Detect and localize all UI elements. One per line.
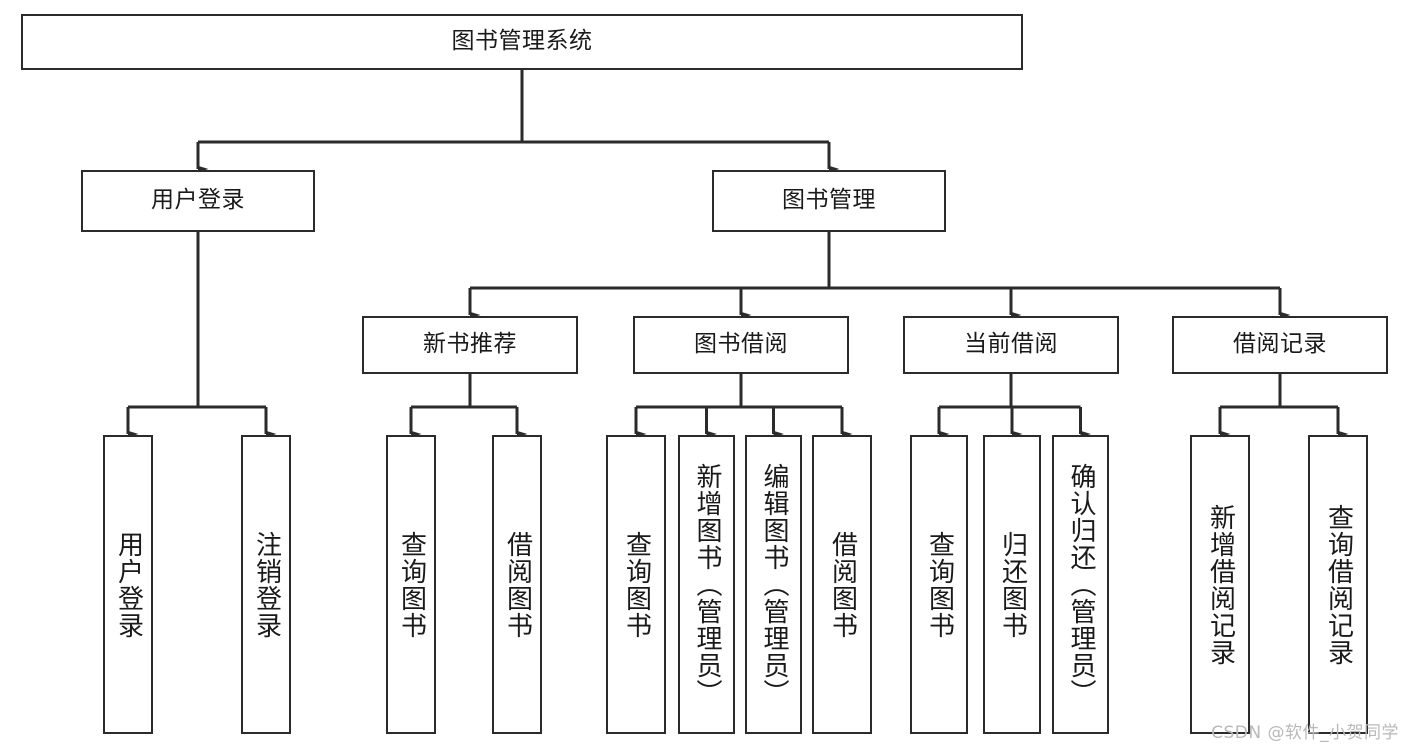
node-label: 归还图书 bbox=[997, 530, 1028, 639]
node-label: 编辑图书（管理员） bbox=[759, 463, 790, 706]
node-label: 查询图书 bbox=[621, 530, 652, 639]
node-label: 图书管理系统 bbox=[451, 28, 593, 55]
node-leaf_rec_query[interactable]: 查询图书 bbox=[386, 435, 436, 734]
node-book_manage[interactable]: 图书管理 bbox=[712, 170, 946, 232]
node-leaf_bb_query[interactable]: 查询图书 bbox=[606, 435, 666, 734]
node-root[interactable]: 图书管理系统 bbox=[21, 14, 1023, 70]
node-leaf_bb_add[interactable]: 新增图书（管理员） bbox=[678, 435, 735, 734]
node-label: 图书管理 bbox=[782, 187, 876, 214]
node-label: 借阅记录 bbox=[1233, 331, 1327, 358]
node-leaf_user_logout[interactable]: 注销登录 bbox=[241, 435, 291, 734]
node-user_login[interactable]: 用户登录 bbox=[81, 170, 315, 232]
node-leaf_bb_borrow[interactable]: 借阅图书 bbox=[812, 435, 872, 734]
node-label: 新增图书（管理员） bbox=[692, 463, 723, 706]
node-leaf_bb_edit[interactable]: 编辑图书（管理员） bbox=[745, 435, 802, 734]
node-label: 借阅图书 bbox=[827, 530, 858, 639]
node-label: 用户登录 bbox=[113, 530, 144, 639]
node-label: 借阅图书 bbox=[502, 530, 533, 639]
node-leaf_cb_query[interactable]: 查询图书 bbox=[910, 435, 968, 734]
watermark-text: CSDN @软件_小贺同学 bbox=[1211, 723, 1399, 743]
node-label: 当前借阅 bbox=[964, 331, 1058, 358]
node-leaf_cb_return[interactable]: 归还图书 bbox=[983, 435, 1041, 734]
node-label: 注销登录 bbox=[251, 530, 282, 639]
node-label: 图书借阅 bbox=[694, 331, 788, 358]
node-label: 新书推荐 bbox=[423, 331, 517, 358]
node-current_borrow[interactable]: 当前借阅 bbox=[903, 316, 1119, 374]
node-label: 新增借阅记录 bbox=[1205, 503, 1236, 666]
node-new_book_rec[interactable]: 新书推荐 bbox=[362, 316, 578, 374]
node-leaf_br_add[interactable]: 新增借阅记录 bbox=[1190, 435, 1250, 734]
node-label: 用户登录 bbox=[151, 187, 245, 214]
node-book_borrow[interactable]: 图书借阅 bbox=[633, 316, 849, 374]
node-leaf_br_query[interactable]: 查询借阅记录 bbox=[1308, 435, 1368, 734]
node-label: 确认归还（管理员） bbox=[1066, 463, 1097, 706]
node-borrow_record[interactable]: 借阅记录 bbox=[1172, 316, 1388, 374]
node-leaf_cb_confirm[interactable]: 确认归还（管理员） bbox=[1052, 435, 1109, 734]
node-label: 查询借阅记录 bbox=[1323, 503, 1354, 666]
node-label: 查询图书 bbox=[396, 530, 427, 639]
node-leaf_user_login[interactable]: 用户登录 bbox=[103, 435, 153, 734]
node-label: 查询图书 bbox=[924, 530, 955, 639]
node-leaf_rec_borrow[interactable]: 借阅图书 bbox=[492, 435, 542, 734]
